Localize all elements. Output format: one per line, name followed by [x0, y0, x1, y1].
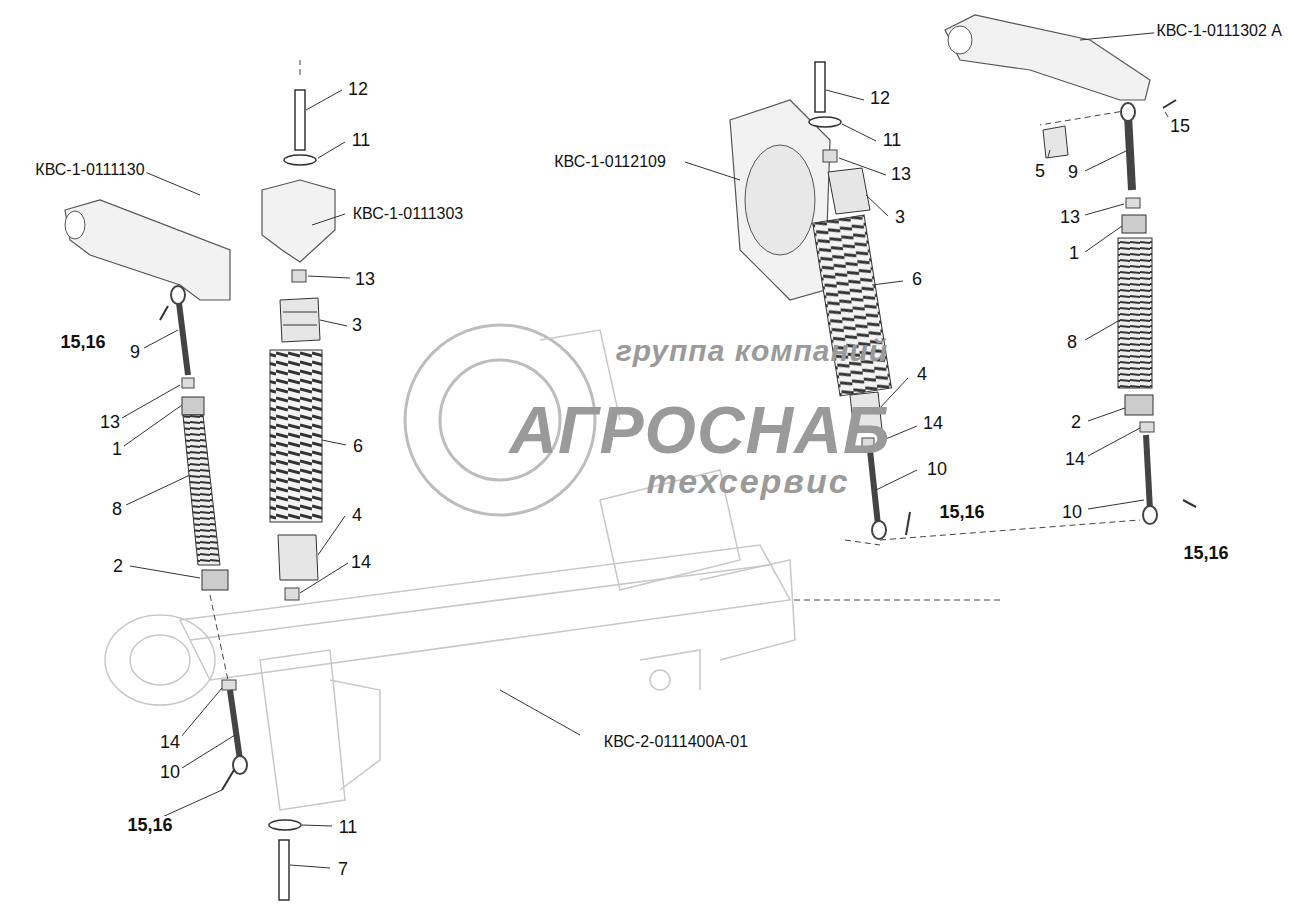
- callout-number: 2: [111, 557, 125, 577]
- right-suspension: [945, 15, 1196, 524]
- callout-number: 14: [921, 414, 945, 434]
- callout-number: 13: [353, 270, 377, 290]
- callout-number: 14: [1063, 450, 1087, 470]
- part-code: КВС-1-0111130: [33, 161, 146, 179]
- callout-number: 15,16: [125, 816, 174, 836]
- callout-number: 14: [158, 733, 182, 753]
- callout-number: 4: [350, 506, 364, 526]
- part-code: КВС-2-0111400А-01: [602, 733, 750, 751]
- callout-number: 11: [881, 131, 904, 151]
- callout-number: 15,16: [58, 333, 107, 353]
- callout-number: 3: [893, 208, 907, 228]
- callout-number: 10: [1060, 503, 1084, 523]
- callout-number: 1: [110, 440, 124, 460]
- callout-number: 7: [336, 860, 350, 880]
- part-code: КВС-1-0111303: [351, 205, 465, 223]
- callout-number: 8: [110, 500, 124, 520]
- part-code: КВС-1-0111302 А: [1154, 22, 1284, 40]
- callout-number: 3: [350, 316, 364, 336]
- part-code: КВС-1-0112109: [552, 153, 668, 171]
- callout-number: 15,16: [937, 503, 986, 523]
- callout-number: 2: [1069, 413, 1083, 433]
- callout-number: 13: [889, 165, 913, 185]
- callout-number: 10: [925, 460, 949, 480]
- callout-number: 9: [128, 343, 142, 363]
- callout-number: 10: [158, 763, 182, 783]
- callout-number: 4: [915, 365, 929, 385]
- callout-number: 12: [346, 80, 370, 100]
- callout-number: 11: [337, 818, 360, 838]
- callout-number: 9: [1066, 163, 1080, 183]
- callout-number: 5: [1033, 162, 1047, 182]
- callout-number: 6: [910, 270, 924, 290]
- left-suspension: [65, 200, 301, 900]
- watermark: группа компаний: [616, 334, 888, 367]
- watermark: АГРОСНАБ: [509, 394, 890, 467]
- callout-number: 14: [349, 553, 373, 573]
- callout-number: 13: [1058, 208, 1082, 228]
- middle-suspension: [262, 90, 335, 600]
- callout-number: 15: [1168, 117, 1192, 137]
- axis-lines: [210, 60, 1140, 680]
- callout-number: 6: [351, 437, 365, 457]
- watermark: техсервис: [646, 463, 849, 500]
- callout-number: 13: [98, 413, 122, 433]
- callout-number: 8: [1065, 333, 1079, 353]
- callout-number: 12: [868, 89, 892, 109]
- callout-number: 15,16: [1181, 544, 1230, 564]
- callout-number: 11: [350, 131, 373, 151]
- leader-lines: [122, 32, 1170, 868]
- callout-number: 1: [1067, 244, 1081, 264]
